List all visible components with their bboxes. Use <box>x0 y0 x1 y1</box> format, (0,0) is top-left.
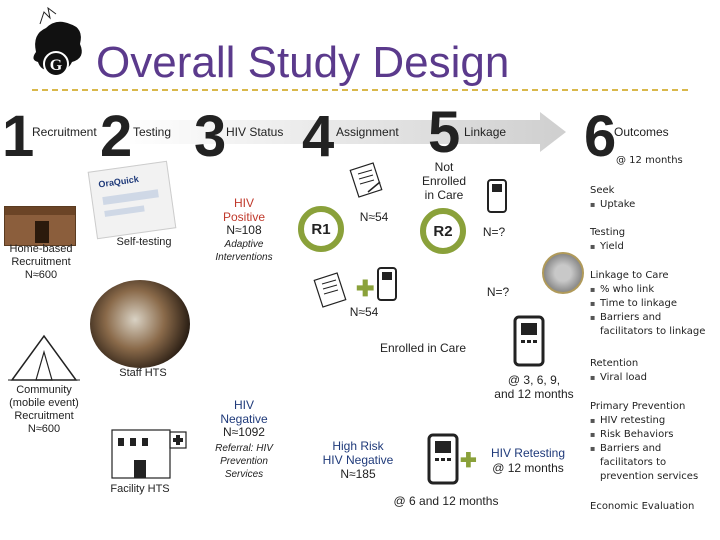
outcome-linkage: Linkage to Care % who link Time to linka… <box>590 269 716 339</box>
enrolled-in-care-label: Enrolled in Care <box>379 341 467 355</box>
title-divider <box>32 89 688 91</box>
phone-icon-r2 <box>487 179 507 213</box>
economic-evaluation-label: Economic Evaluation <box>590 501 695 512</box>
self-test-kit-photo: OraQuick <box>87 160 177 240</box>
svg-text:G: G <box>50 57 63 74</box>
bottom-schedule-label: @ 6 and 12 months <box>393 494 499 508</box>
notepad-icon <box>349 162 383 198</box>
r1-label: R1 <box>311 220 331 238</box>
n-unknown-label-2: N=? <box>486 285 510 299</box>
staff-hts-photo <box>90 280 190 368</box>
retesting-time-label: @ 12 months <box>492 461 564 475</box>
n-unknown-label-1: N=? <box>482 225 506 239</box>
hiv-negative-count: N≈1092 <box>223 425 265 439</box>
hiv-retesting-label: HIV Retesting <box>490 446 566 460</box>
step-1-number: 1 <box>2 104 35 169</box>
step-4-number: 4 <box>302 104 335 169</box>
self-testing-label: Self-testing <box>116 236 172 248</box>
plus-icon-retest: ✚ <box>460 450 477 472</box>
outcomes-period: @ 12 months <box>616 155 683 166</box>
step-2-number: 2 <box>100 104 133 169</box>
outcome-seek: Seek Uptake <box>590 184 716 212</box>
step-2-label: Testing <box>133 125 172 139</box>
r2-randomization-node: R2 <box>420 208 466 254</box>
phone-icon-enrolled <box>513 315 545 367</box>
step-5-label: Linkage <box>464 125 507 139</box>
step-6-label: Outcomes <box>614 125 669 139</box>
high-risk-label: High Risk HIV Negative N≈185 <box>322 439 394 481</box>
phone-icon-retest <box>427 433 459 485</box>
outcome-testing: Testing Yield <box>590 226 716 254</box>
n54-top-label: N≈54 <box>359 210 389 224</box>
step-1-label: Recruitment <box>32 125 97 139</box>
outcome-primary-prevention: Primary Prevention HIV retesting Risk Be… <box>590 400 716 484</box>
outcome-retention: Retention Viral load <box>590 357 716 385</box>
process-arrow <box>120 112 566 152</box>
facility-hts-label: Facility HTS <box>110 483 170 495</box>
coin-icon <box>542 252 584 294</box>
step-3-label: HIV Status <box>226 125 284 139</box>
kit-brand-label: OraQuick <box>97 173 140 190</box>
house-photo <box>4 206 76 246</box>
step-3-number: 3 <box>194 104 227 169</box>
followup-schedule-label: @ 3, 6, 9, and 12 months <box>494 373 574 401</box>
page-title: Overall Study Design <box>96 38 510 87</box>
staff-hts-label: Staff HTS <box>119 367 167 379</box>
plus-icon: ✚ <box>356 276 375 301</box>
referral-note: Referral: HIV Prevention Services <box>215 443 273 480</box>
step-6-number: 6 <box>584 104 617 169</box>
hiv-negative-title: HIV Negative <box>220 398 268 426</box>
hiv-positive-count: N≈108 <box>226 223 262 237</box>
notepad-icon-lower <box>313 272 347 308</box>
hiv-positive-title: HIV Positive <box>222 196 266 224</box>
step-4-label: Assignment <box>336 125 399 139</box>
facility-icon <box>111 429 187 479</box>
not-enrolled-label: Not Enrolled in Care <box>421 160 467 202</box>
n54-mid-label: N≈54 <box>349 305 379 319</box>
home-recruitment-label: Home-based Recruitment N≈600 <box>9 243 73 281</box>
logo: G <box>26 4 88 84</box>
community-recruitment-label: Community (mobile event) Recruitment N≈6… <box>9 384 79 435</box>
phone-icon <box>377 267 397 301</box>
r1-randomization-node: R1 <box>298 206 344 252</box>
adaptive-interventions-note: Adaptive Interventions <box>215 239 273 263</box>
tent-icon <box>8 334 80 381</box>
step-5-number: 5 <box>428 100 461 165</box>
r2-label: R2 <box>433 222 453 240</box>
